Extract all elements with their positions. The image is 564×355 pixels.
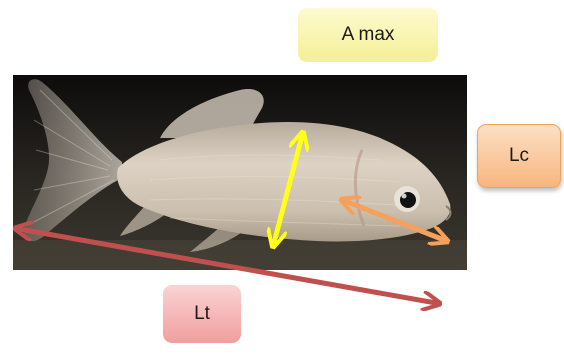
eye-highlight [402,194,407,199]
amax-label: A max [342,24,395,46]
lc-label-box: Lc [477,124,561,188]
photo-floor [13,240,467,270]
amax-label-box: A max [298,8,438,62]
lc-label: Lc [509,145,529,167]
lt-label: Lt [194,303,210,325]
lt-label-box: Lt [163,285,241,343]
